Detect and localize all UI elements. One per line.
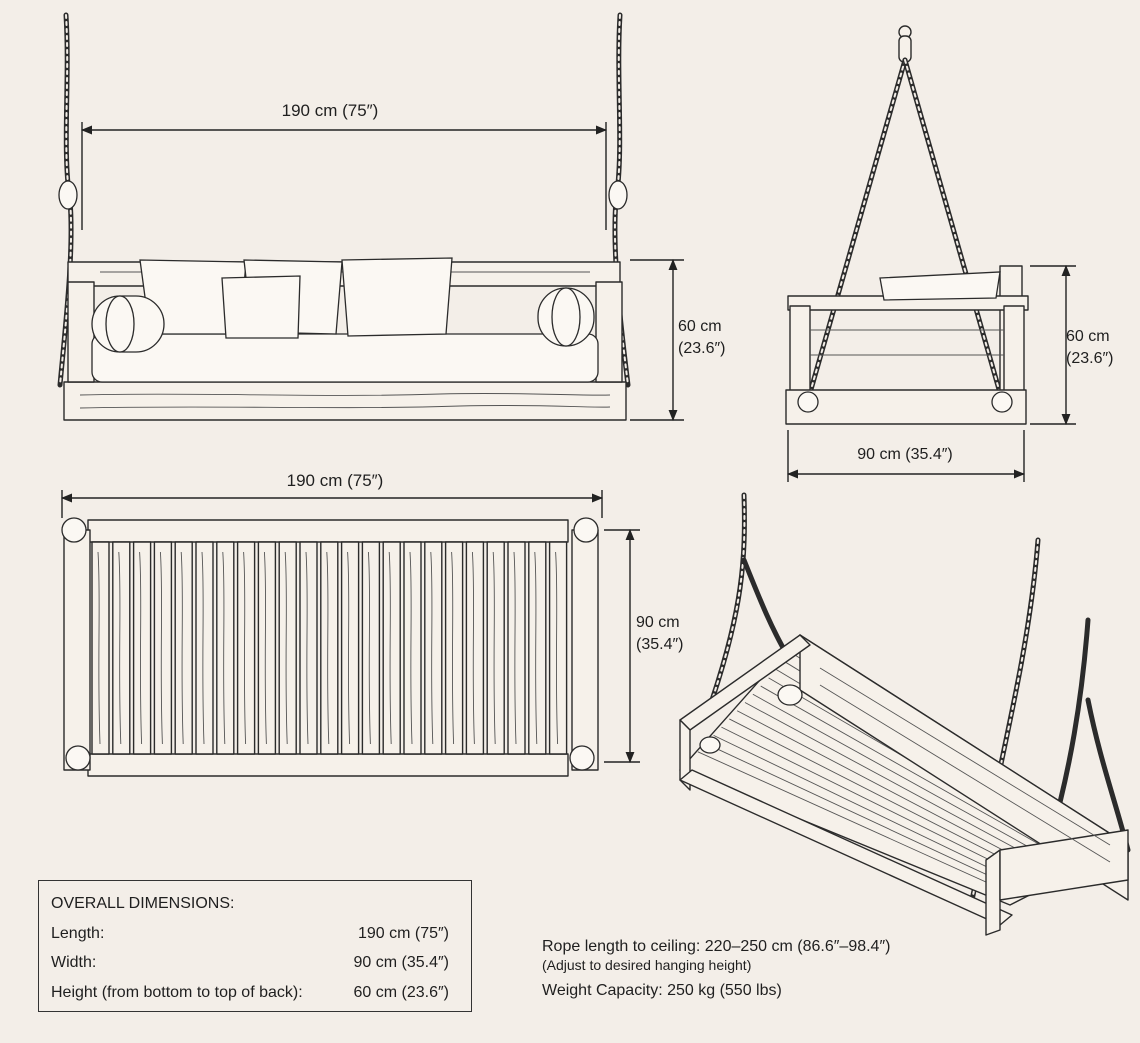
deck-slat-line xyxy=(713,734,1034,890)
front-rope-left xyxy=(57,12,78,388)
front-height-label: 60 cm (23.6″) xyxy=(678,316,725,360)
side-height-cm: 60 cm xyxy=(1066,328,1110,345)
front-height-cm: 60 cm xyxy=(678,318,722,335)
rope-length-note: Rope length to ceiling: 220–250 cm (86.6… xyxy=(542,938,891,955)
slat xyxy=(153,541,173,755)
spec-value: 60 cm (23.6″) xyxy=(353,983,449,1001)
top-depth-cm: 90 cm xyxy=(636,614,680,631)
front-height-in: (23.6″) xyxy=(678,340,726,357)
side-depth-label: 90 cm (35.4″) xyxy=(857,446,953,463)
slat xyxy=(548,541,568,755)
overall-dimensions-box: OVERALL DIMENSIONS: Length: 190 cm (75″)… xyxy=(38,880,472,1012)
hanging-notes: Rope length to ceiling: 220–250 cm (86.6… xyxy=(542,938,890,1000)
deck-slat-line xyxy=(744,702,1066,876)
spec-row-height: Height (from bottom to top of back): 60 … xyxy=(51,978,459,1008)
top-depth-label: 90 cm (35.4″) xyxy=(636,612,683,656)
slat xyxy=(278,541,297,755)
spec-value: 190 cm (75″) xyxy=(357,924,449,942)
slat xyxy=(361,541,381,755)
spec-row-length: Length: 190 cm (75″) xyxy=(51,919,459,949)
deck-slat-line xyxy=(697,751,1019,897)
slat xyxy=(382,541,401,755)
slat xyxy=(486,541,505,755)
slat xyxy=(257,541,277,755)
slat xyxy=(195,541,214,755)
top-view xyxy=(60,490,640,777)
specs-title: OVERALL DIMENSIONS: xyxy=(51,895,235,912)
spec-label: Length: xyxy=(51,924,105,942)
perspective-view xyxy=(679,492,1131,936)
slat xyxy=(340,541,360,755)
adjust-note: (Adjust to desired hanging height) xyxy=(542,957,752,973)
slat xyxy=(236,541,256,755)
side-height-label: 60 cm (23.6″) xyxy=(1066,326,1113,370)
front-view xyxy=(57,12,684,422)
slat xyxy=(216,541,235,755)
slat xyxy=(424,541,443,755)
spec-row-width: Width: 90 cm (35.4″) xyxy=(51,948,459,978)
slat xyxy=(132,541,152,755)
side-height-in: (23.6″) xyxy=(1066,350,1114,367)
top-view-slats xyxy=(91,541,568,755)
spec-value: 90 cm (35.4″) xyxy=(353,954,449,971)
slat xyxy=(320,541,339,755)
slat xyxy=(174,541,193,755)
slat xyxy=(528,541,547,755)
deck-slat-line xyxy=(705,743,1026,894)
slat xyxy=(403,541,422,755)
weight-capacity-note: Weight Capacity: 250 kg (550 lbs) xyxy=(542,982,782,999)
front-width-label: 190 cm (75″) xyxy=(281,101,379,120)
slat xyxy=(299,541,318,755)
slat xyxy=(507,541,526,755)
slat xyxy=(112,541,131,755)
spec-label: Height (from bottom to top of back): xyxy=(51,983,303,1001)
spec-label: Width: xyxy=(51,954,97,971)
deck-slat-line xyxy=(752,693,1074,872)
top-depth-in: (35.4″) xyxy=(636,636,684,653)
top-width-label: 190 cm (75″) xyxy=(286,471,384,490)
slat xyxy=(91,541,110,755)
deck-slat-line xyxy=(760,685,1081,869)
slat xyxy=(465,541,485,755)
side-view xyxy=(785,25,1076,482)
slat xyxy=(444,541,464,755)
